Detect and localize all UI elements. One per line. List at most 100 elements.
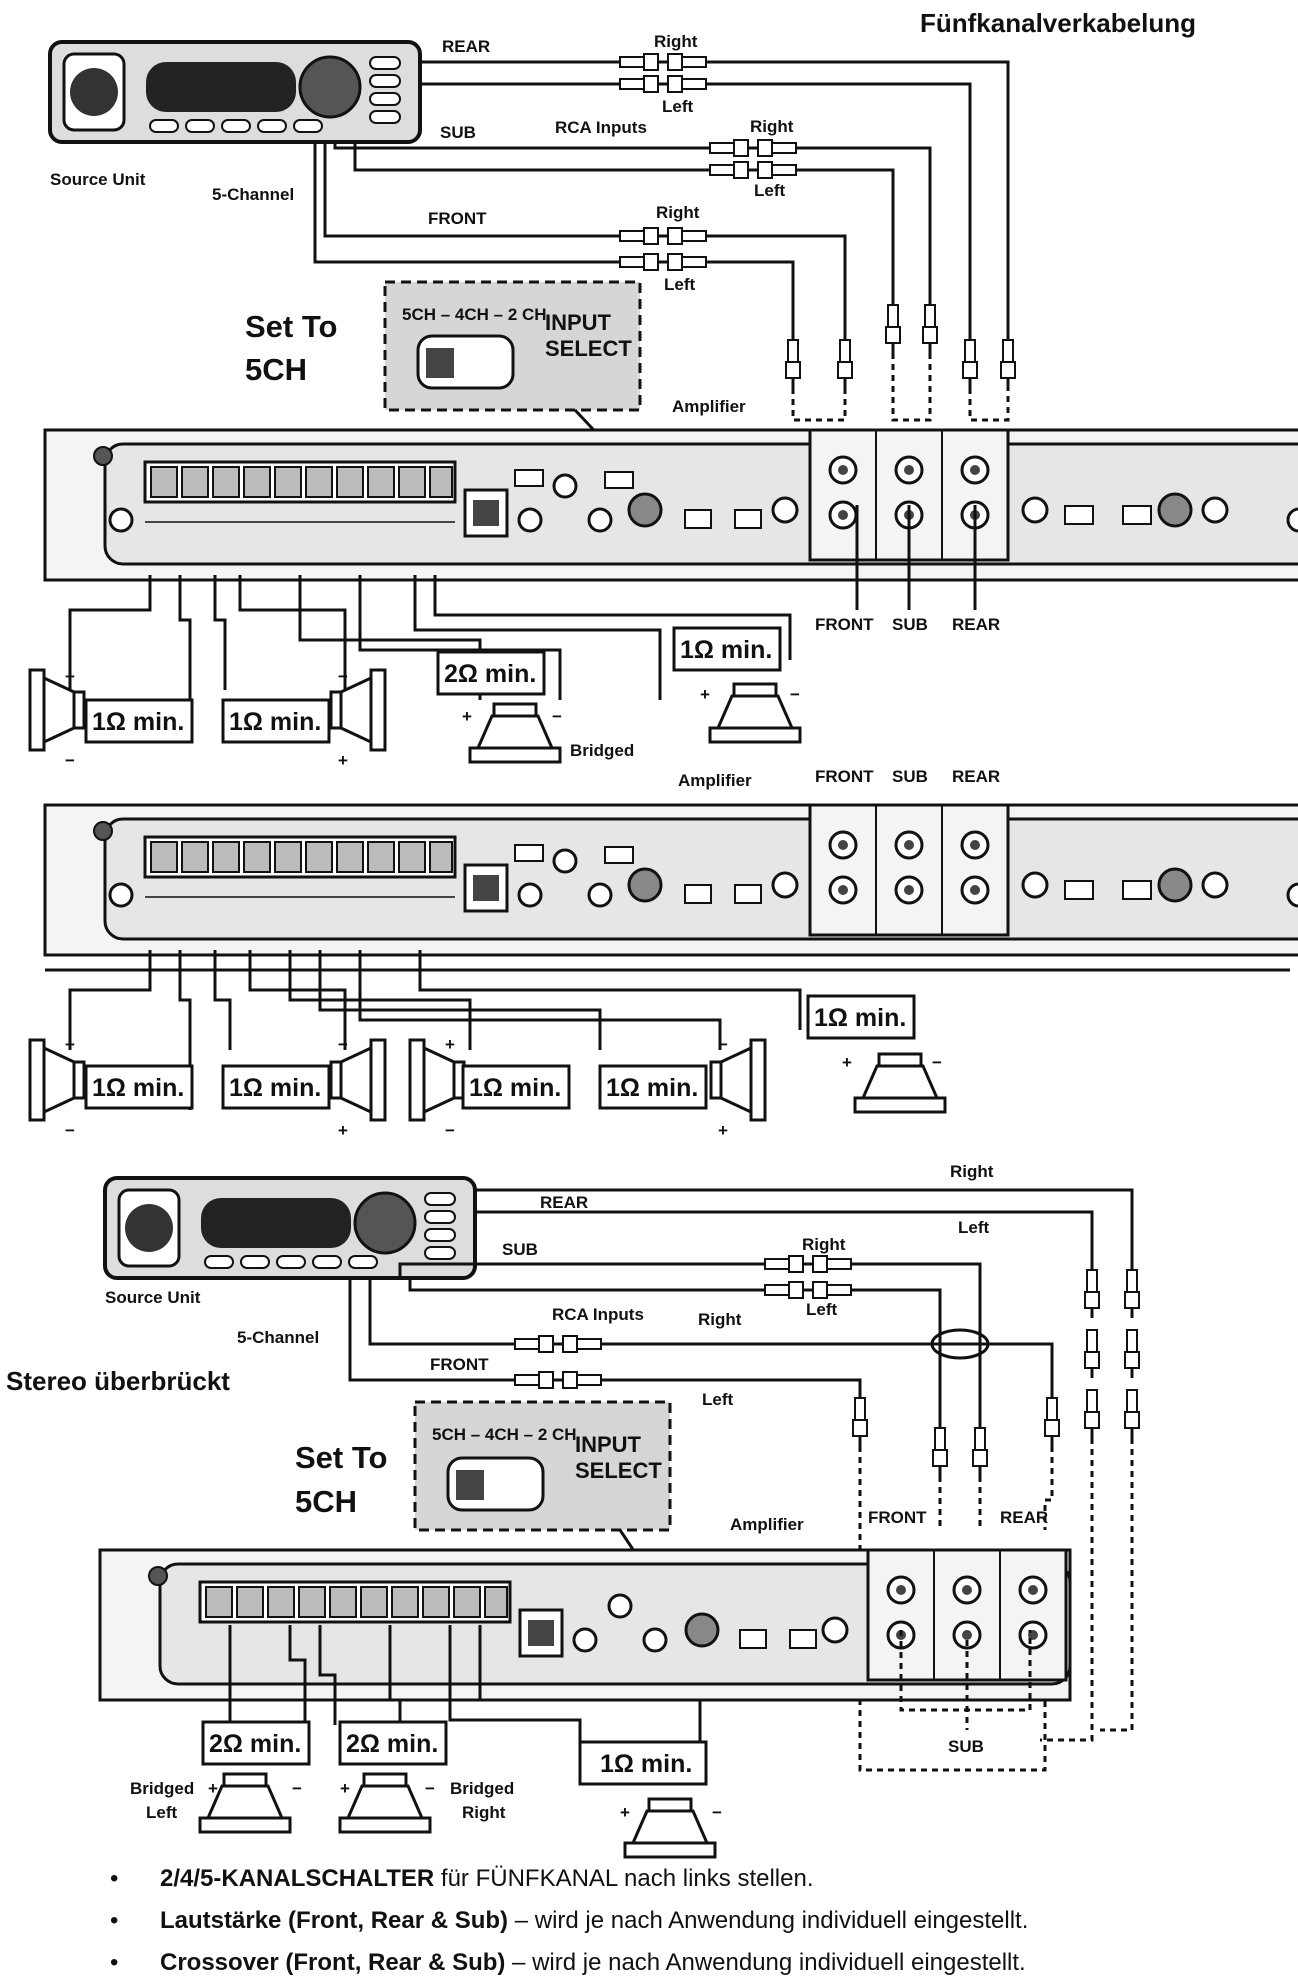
five-channel-label-3: 5-Channel bbox=[237, 1328, 319, 1347]
note-text: für FÜNFKANAL nach links stellen. bbox=[434, 1865, 814, 1892]
polarity-marks-3: +− +− +− bbox=[208, 1779, 722, 1822]
set-to-label-3a: Set To bbox=[295, 1440, 387, 1475]
five-channel-label-1: 5-Channel bbox=[212, 185, 294, 204]
svg-text:+: + bbox=[620, 1803, 630, 1822]
bridged-right-label-3a: Bridged bbox=[450, 1779, 514, 1798]
amplifier-1 bbox=[43, 428, 1298, 582]
left-label-3b: Left bbox=[806, 1300, 838, 1319]
svg-text:1Ω min.: 1Ω min. bbox=[229, 1074, 321, 1102]
amp-output-sub-3: SUB bbox=[948, 1737, 984, 1756]
svg-text:−: − bbox=[65, 751, 75, 770]
svg-text:2Ω min.: 2Ω min. bbox=[346, 1730, 438, 1758]
right-label-3b: Right bbox=[802, 1235, 846, 1254]
input-select-switch-1[interactable]: 5CH – 4CH – 2 CH INPUT SELECT bbox=[383, 280, 642, 412]
note-text: – wird je nach Anwendung individuell ein… bbox=[505, 1949, 1026, 1976]
amp-output-front-3: FRONT bbox=[868, 1508, 927, 1527]
left-label-1a: Left bbox=[662, 97, 694, 116]
diagram-stereo-bridged: Stereo überbrückt Source Unit 5-Channel … bbox=[6, 1162, 1141, 1859]
left-label-3a: Left bbox=[958, 1218, 990, 1237]
rca-dashed-3 bbox=[858, 1438, 1134, 1772]
note-item: • Lautstärke (Front, Rear & Sub) – wird … bbox=[100, 1900, 1280, 1942]
svg-text:−: − bbox=[718, 1035, 728, 1054]
rear-label-1: REAR bbox=[442, 37, 490, 56]
speaker-3c-sub bbox=[623, 1797, 717, 1859]
svg-text:+: + bbox=[842, 1053, 852, 1072]
svg-text:−: − bbox=[932, 1053, 942, 1072]
switch-modes-3: 5CH – 4CH – 2 CH bbox=[432, 1425, 577, 1444]
svg-text:+: + bbox=[462, 707, 472, 726]
svg-text:−: − bbox=[65, 1121, 75, 1140]
speaker-2c bbox=[408, 1038, 466, 1122]
rca-jack-panel-2 bbox=[808, 803, 1010, 937]
amplifier-label-3: Amplifier bbox=[730, 1515, 804, 1534]
bullet: • bbox=[110, 1865, 119, 1892]
svg-text:+: + bbox=[208, 1779, 218, 1798]
amplifier-label-2: Amplifier bbox=[678, 771, 752, 790]
amp-output-sub-1: SUB bbox=[892, 615, 928, 634]
right-label-1b: Right bbox=[750, 117, 794, 136]
sub-label-1: SUB bbox=[440, 123, 476, 142]
amp-output-rear-1: REAR bbox=[952, 615, 1000, 634]
speaker-1c-bridged bbox=[468, 702, 562, 764]
rca-inputs-label-1: RCA Inputs bbox=[555, 118, 647, 137]
svg-text:1Ω min.: 1Ω min. bbox=[92, 1074, 184, 1102]
input-select-label-1b: SELECT bbox=[545, 336, 632, 361]
diagram-four-speaker: Amplifier FRONT SUB REAR 1Ω min. 1Ω min. bbox=[28, 767, 1298, 1140]
bridged-right-label-3b: Right bbox=[462, 1803, 506, 1822]
amp-output-front-1: FRONT bbox=[815, 615, 874, 634]
impedance-labels-2: 1Ω min. 1Ω min. 1Ω min. 1Ω min. 1Ω min. bbox=[84, 994, 916, 1110]
setup-notes: • 2/4/5-KANALSCHALTER für FÜNFKANAL nach… bbox=[100, 1858, 1280, 1984]
svg-text:2Ω min.: 2Ω min. bbox=[444, 660, 536, 688]
impedance-labels-1: 1Ω min. 1Ω min. 2Ω min. 1Ω min. bbox=[84, 626, 782, 744]
svg-text:1Ω min.: 1Ω min. bbox=[92, 708, 184, 736]
svg-text:−: − bbox=[712, 1803, 722, 1822]
svg-text:1Ω min.: 1Ω min. bbox=[606, 1074, 698, 1102]
bridged-label-1: Bridged bbox=[570, 741, 634, 760]
input-select-switch-3[interactable]: 5CH – 4CH – 2 CH INPUT SELECT bbox=[413, 1400, 672, 1532]
right-label-3a: Right bbox=[950, 1162, 994, 1181]
note-text: – wird je nach Anwendung individuell ein… bbox=[508, 1907, 1029, 1934]
front-label-3: FRONT bbox=[430, 1355, 489, 1374]
speaker-2a bbox=[28, 1038, 86, 1122]
note-item: • 2/4/5-KANALSCHALTER für FÜNFKANAL nach… bbox=[100, 1858, 1280, 1900]
speaker-1a bbox=[28, 668, 86, 752]
rca-wires-1 bbox=[313, 60, 1010, 350]
bullet: • bbox=[110, 1907, 119, 1934]
svg-text:+: + bbox=[338, 1121, 348, 1140]
input-select-label-3b: SELECT bbox=[575, 1458, 662, 1483]
amp-input-sub-2: SUB bbox=[892, 767, 928, 786]
svg-text:+: + bbox=[340, 1779, 350, 1798]
diagram3-title: Stereo überbrückt bbox=[6, 1366, 230, 1396]
note-item: • Crossover (Front, Rear & Sub) – wird j… bbox=[100, 1942, 1280, 1984]
amplifier-label-1: Amplifier bbox=[672, 397, 746, 416]
svg-text:1Ω min.: 1Ω min. bbox=[814, 1004, 906, 1032]
diagram-five-channel: Fünfkanalverkabelung Source Unit 5-Chann… bbox=[28, 8, 1298, 770]
svg-text:+: + bbox=[65, 1035, 75, 1054]
svg-text:−: − bbox=[338, 667, 348, 686]
set-to-label-1b: 5CH bbox=[245, 352, 307, 387]
source-unit-label-3: Source Unit bbox=[105, 1288, 201, 1307]
speaker-wires-3 bbox=[228, 1625, 702, 1745]
input-select-label-3a: INPUT bbox=[575, 1432, 642, 1457]
switch-modes-1: 5CH – 4CH – 2 CH bbox=[402, 305, 547, 324]
sub-label-3: SUB bbox=[502, 1240, 538, 1259]
source-unit-label-1: Source Unit bbox=[50, 170, 146, 189]
amp-input-rear-2: REAR bbox=[952, 767, 1000, 786]
front-label-1: FRONT bbox=[428, 209, 487, 228]
rca-inputs-label-3: RCA Inputs bbox=[552, 1305, 644, 1324]
right-label-1c: Right bbox=[656, 203, 700, 222]
polarity-marks-2: +− −+ +− −+ +− bbox=[65, 1035, 942, 1140]
amplifier-2 bbox=[43, 803, 1298, 957]
diagram1-title: Fünfkanalverkabelung bbox=[920, 8, 1196, 38]
note-bold: Lautstärke (Front, Rear & Sub) bbox=[160, 1907, 509, 1934]
amp-output-rear-3: REAR bbox=[1000, 1508, 1048, 1527]
left-label-1b: Left bbox=[754, 181, 786, 200]
set-to-label-3b: 5CH bbox=[295, 1484, 357, 1519]
input-select-label-1a: INPUT bbox=[545, 310, 612, 335]
right-label-3c: Right bbox=[698, 1310, 742, 1329]
polarity-marks-1: +− −+ +− +− bbox=[65, 667, 800, 770]
source-unit-1 bbox=[48, 40, 422, 144]
svg-text:1Ω min.: 1Ω min. bbox=[469, 1074, 561, 1102]
svg-text:1Ω min.: 1Ω min. bbox=[600, 1750, 692, 1778]
